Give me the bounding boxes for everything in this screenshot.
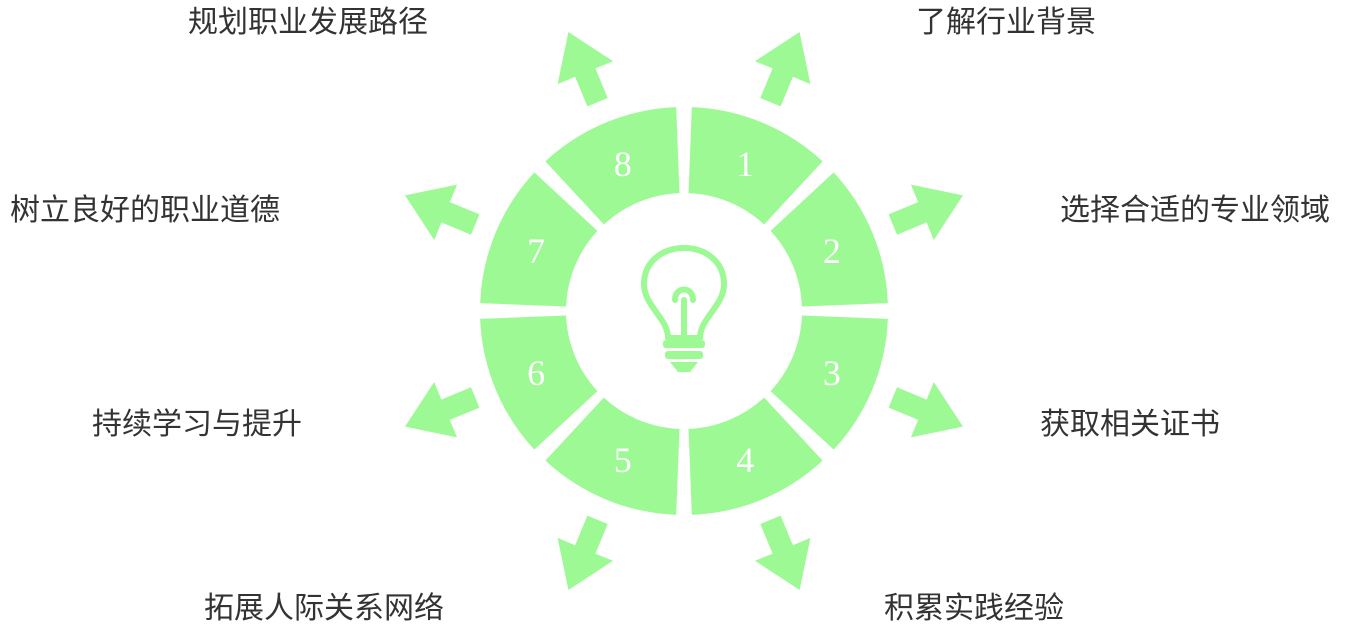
numbers-layer: 1 2 3 4 5 6 7 8 — [527, 144, 841, 480]
ring-segment-8 — [545, 107, 680, 225]
step-number-6: 6 — [527, 353, 545, 393]
arrow-6 — [405, 382, 480, 438]
step-number-2: 2 — [823, 231, 841, 271]
step-label-4: 积累实践经验 — [884, 591, 1064, 626]
step-number-5: 5 — [614, 440, 632, 480]
step-label-8: 规划职业发展路径 — [188, 5, 428, 40]
step-number-3: 3 — [823, 353, 841, 393]
arrows-layer — [405, 32, 963, 590]
arrow-7 — [405, 184, 480, 240]
step-number-7: 7 — [527, 231, 545, 271]
ring-segment-4 — [688, 397, 823, 515]
step-number-4: 4 — [736, 440, 754, 480]
arrow-1 — [755, 32, 811, 107]
ring-segment-5 — [545, 397, 680, 515]
step-label-6: 持续学习与提升 — [92, 407, 302, 442]
step-label-3: 获取相关证书 — [1040, 407, 1220, 442]
ring-segment-3 — [770, 315, 888, 450]
step-label-2: 选择合适的专业领域 — [1060, 193, 1330, 228]
arrow-5 — [557, 515, 613, 590]
ring-segment-1 — [688, 107, 823, 225]
step-number-8: 8 — [614, 144, 632, 184]
step-label-1: 了解行业背景 — [916, 5, 1096, 40]
arrow-4 — [755, 515, 811, 590]
ring-segment-7 — [480, 172, 598, 307]
lightbulb-icon — [641, 245, 727, 372]
arrow-8 — [557, 32, 613, 107]
step-number-1: 1 — [736, 144, 754, 184]
ring-segment-6 — [480, 315, 598, 450]
arrow-3 — [888, 382, 963, 438]
step-label-7: 树立良好的职业道德 — [10, 193, 280, 228]
arrow-2 — [888, 184, 963, 240]
ring-segment-2 — [770, 172, 888, 307]
segments-layer — [480, 107, 888, 515]
step-label-5: 拓展人际关系网络 — [204, 591, 444, 626]
